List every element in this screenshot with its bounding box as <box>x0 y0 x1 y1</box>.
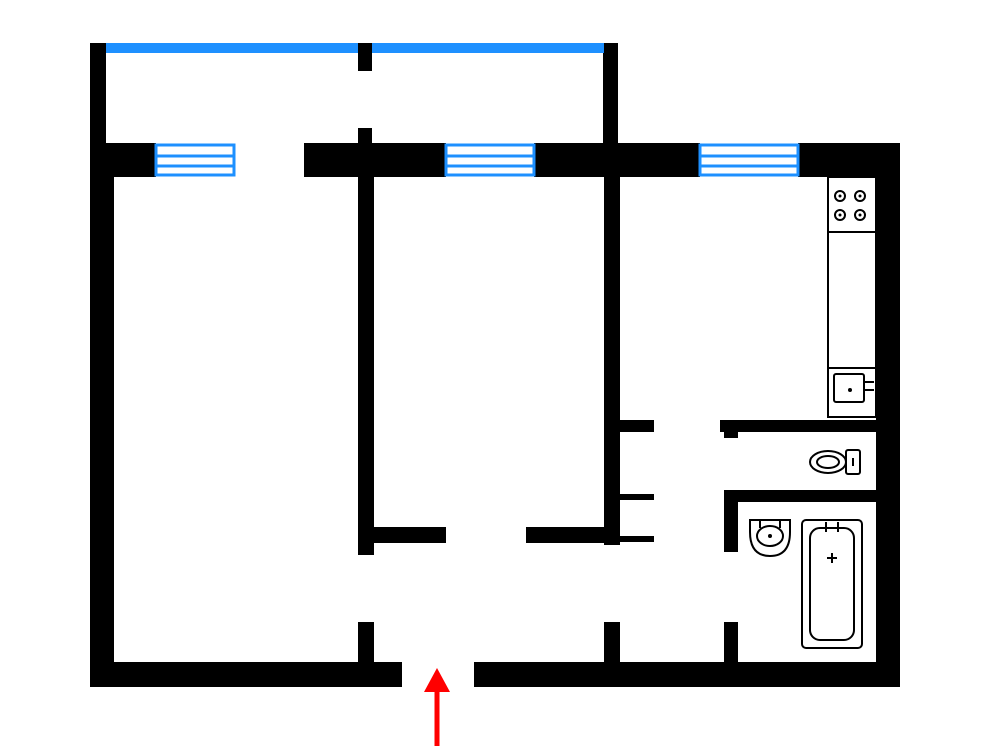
wall-living-hall-stub <box>358 622 374 667</box>
wall-bath-west-upper <box>724 490 738 552</box>
wall-bedroom-south-left <box>358 527 446 543</box>
stove-icon <box>834 190 866 221</box>
kitchen-sink-icon <box>833 373 874 403</box>
balcony-left-wall <box>90 43 106 163</box>
toilet-icon <box>809 449 861 475</box>
west-wall <box>90 143 114 687</box>
wall-bath-west-lower <box>724 622 738 667</box>
wall-bedroom-kitchen <box>604 175 620 545</box>
washbasin-icon <box>749 519 791 558</box>
wall-closet-shelf-2 <box>604 536 654 542</box>
window-kitchen <box>698 143 800 177</box>
wall-living-bedroom <box>358 175 374 555</box>
east-wall <box>876 143 900 687</box>
balcony <box>90 43 618 163</box>
balcony-right-wall <box>603 43 618 145</box>
entrance-arrow-icon <box>424 668 450 746</box>
balcony-divider-bottom <box>358 128 372 146</box>
south-wall-left <box>90 662 402 687</box>
windows <box>154 143 800 177</box>
balcony-window-left <box>106 43 358 53</box>
balcony-window-right <box>372 43 604 53</box>
window-bedroom <box>444 143 536 177</box>
wall-wc-bath-divider <box>724 490 880 502</box>
wall-closet-shelf-1 <box>604 494 654 500</box>
north-wall-segment-2 <box>304 143 446 177</box>
wall-kitchen-closet-top <box>604 420 654 432</box>
south-wall-right <box>474 662 900 687</box>
wall-kitchen-wc <box>720 420 880 432</box>
wall-bedroom-south-right <box>526 527 620 543</box>
window-living-room <box>154 143 236 177</box>
interior-walls <box>358 175 880 667</box>
wall-wc-door-jamb <box>724 420 738 438</box>
exterior-walls <box>90 143 900 687</box>
balcony-divider-top <box>358 43 372 71</box>
bathtub-icon <box>801 519 863 649</box>
north-wall-segment-3 <box>534 143 700 177</box>
wall-hall-stub <box>604 622 620 667</box>
kitchen-counter <box>827 176 877 418</box>
